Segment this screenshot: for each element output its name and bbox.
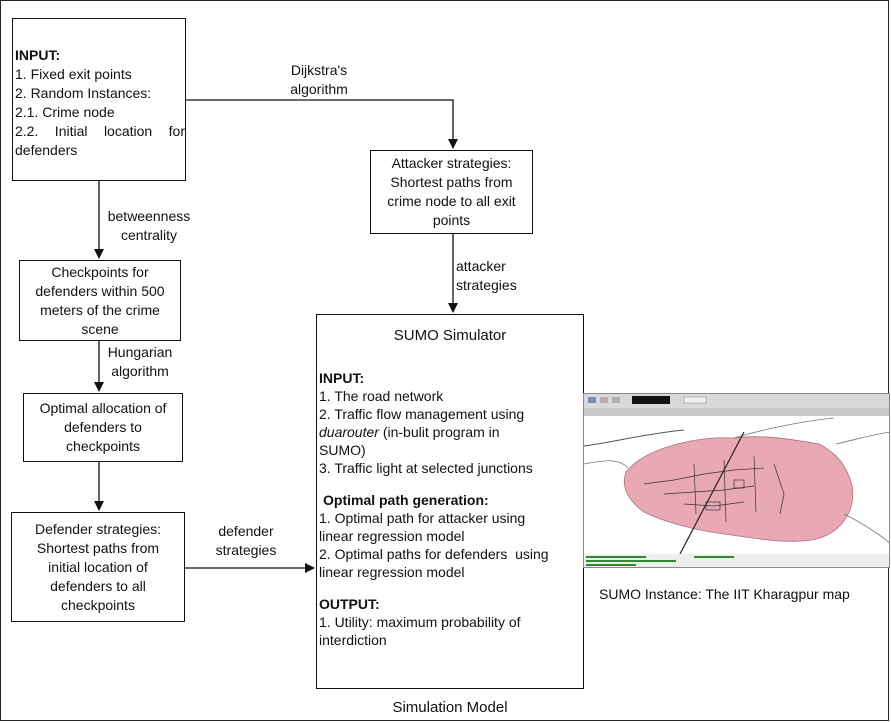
input-line: 2.1. Crime node [15, 104, 115, 120]
sumo-path-heading: Optimal path generation: [323, 492, 489, 508]
defender-strategies-box: Defender strategies: Shortest paths from… [11, 512, 185, 622]
duarouter-text: duarouter [319, 424, 379, 440]
sumo-input-heading: INPUT: [319, 370, 365, 386]
sumo-output-line: 1. Utility: maximum probability of [319, 614, 521, 630]
sumo-input-line: 2. Traffic flow management using [319, 406, 525, 422]
sumo-simulator-box: SUMO Simulator INPUT: 1. The road networ… [316, 314, 584, 689]
sumo-path-line: linear regression model [319, 564, 465, 580]
input-heading: INPUT: [15, 47, 61, 63]
input-box-content: INPUT: 1. Fixed exit points 2. Random In… [15, 46, 187, 160]
input-box: INPUT: 1. Fixed exit points 2. Random In… [12, 18, 186, 181]
sumo-input-line: duarouter (in-bulit program in [319, 424, 500, 440]
sumo-input-line: 1. The road network [319, 388, 444, 404]
sumo-map-screenshot [583, 393, 890, 568]
checkpoints-box: Checkpoints for defenders within 500 met… [19, 260, 181, 341]
map-caption: SUMO Instance: The IIT Kharagpur map [599, 586, 850, 602]
input-line: 2. Random Instances: [15, 85, 152, 101]
input-line: defenders [15, 142, 78, 158]
simulation-model-caption: Simulation Model [392, 699, 508, 716]
input-line: 1. Fixed exit points [15, 66, 132, 82]
edge-label-attacker: attacker strategies [456, 258, 517, 293]
input-line: 2.2. Initial location for [15, 123, 185, 139]
sumo-input-line: 3. Traffic light at selected junctions [319, 460, 533, 476]
sumo-output-heading: OUTPUT: [319, 596, 380, 612]
sumo-title: SUMO Simulator [393, 327, 507, 344]
attacker-strategies-box: Attacker strategies: Shortest paths from… [370, 150, 533, 234]
kharagpur-map-image [584, 394, 889, 567]
edge-label-hungarian: Hungarian algorithm [107, 344, 173, 379]
sumo-input-line: SUMO) [319, 442, 366, 458]
sumo-path-line: linear regression model [319, 528, 465, 544]
allocation-box: Optimal allocation of defenders to check… [23, 393, 183, 462]
sumo-path-line: 2. Optimal paths for defenders using [319, 546, 549, 562]
sumo-content: INPUT: 1. The road network 2. Traffic fl… [319, 369, 581, 649]
edge-label-defender: defender strategies [215, 523, 277, 558]
edge-label-betweenness: betweenness centrality [107, 208, 191, 243]
sumo-path-line: 1. Optimal path for attacker using [319, 510, 526, 526]
arrow-input-to-attacker [186, 99, 458, 149]
sumo-output-line: interdiction [319, 632, 387, 648]
edge-label-dijkstra: Dijkstra's algorithm [290, 62, 348, 97]
